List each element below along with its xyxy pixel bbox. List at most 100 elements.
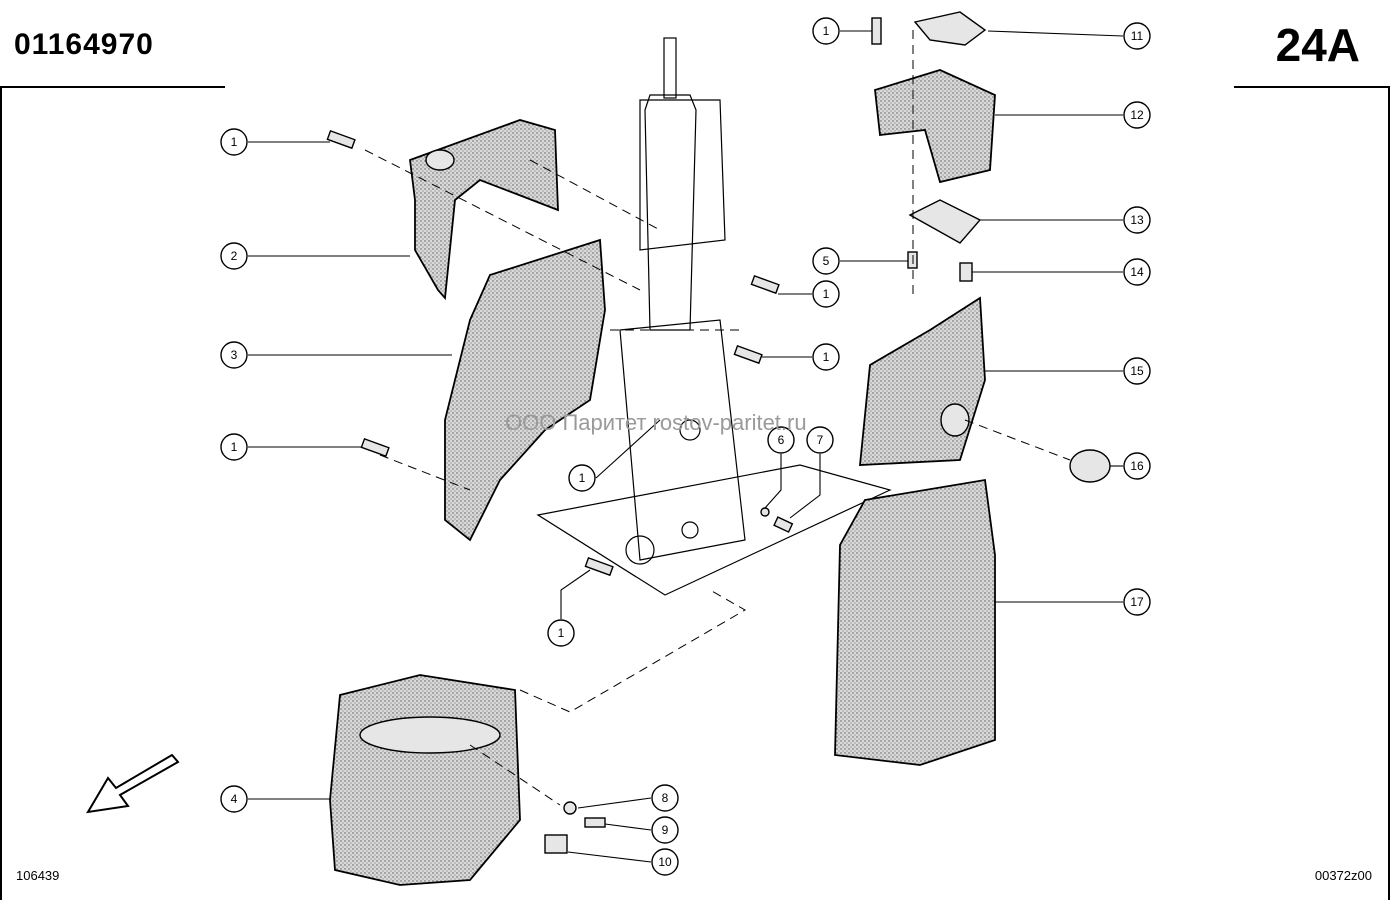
callout-1: 1 bbox=[568, 464, 596, 492]
callout-label: 13 bbox=[1130, 213, 1144, 227]
callout-1: 1 bbox=[812, 17, 840, 45]
callout-label: 5 bbox=[823, 254, 830, 268]
callout-14: 14 bbox=[1123, 258, 1151, 286]
callout-label: 10 bbox=[658, 855, 672, 869]
part-top-cap bbox=[874, 69, 996, 184]
callout-circle bbox=[812, 280, 840, 308]
housing-socket bbox=[940, 403, 970, 437]
callout-circle bbox=[1123, 206, 1151, 234]
callout-label: 1 bbox=[579, 471, 586, 485]
callout-circle bbox=[651, 784, 679, 812]
callout-leader-1 bbox=[560, 569, 591, 619]
callout-1: 1 bbox=[220, 128, 248, 156]
callout-11: 11 bbox=[1123, 22, 1151, 50]
callout-4: 4 bbox=[220, 785, 248, 813]
footer-left-code: 106439 bbox=[16, 868, 60, 883]
callout-label: 6 bbox=[778, 433, 785, 447]
part-upper-housing bbox=[859, 296, 986, 466]
bolts bbox=[326, 17, 918, 854]
callout-leader-9 bbox=[604, 823, 652, 831]
callout-8: 8 bbox=[651, 784, 679, 812]
callout-circle bbox=[1123, 588, 1151, 616]
callout-label: 17 bbox=[1130, 595, 1144, 609]
callout-7: 7 bbox=[806, 426, 834, 454]
callout-label: 1 bbox=[823, 287, 830, 301]
callout-label: 14 bbox=[1130, 265, 1144, 279]
header-rule-right bbox=[1234, 86, 1390, 88]
callout-9: 9 bbox=[651, 816, 679, 844]
callout-circle bbox=[806, 426, 834, 454]
callout-label: 1 bbox=[231, 440, 238, 454]
callout-1: 1 bbox=[547, 619, 575, 647]
callout-6: 6 bbox=[767, 426, 795, 454]
callout-leader-10 bbox=[567, 851, 652, 863]
callout-17: 17 bbox=[1123, 588, 1151, 616]
callout-1: 1 bbox=[812, 343, 840, 371]
callout-10: 10 bbox=[651, 848, 679, 876]
part-side-panel bbox=[444, 238, 606, 542]
lower-cover-opening bbox=[359, 716, 501, 754]
watermark: ООО Паритет rostov-paritet.ru bbox=[505, 410, 807, 435]
callout-label: 3 bbox=[231, 348, 238, 362]
footer-right-code: 00372z00 bbox=[1314, 868, 1372, 883]
callout-circle bbox=[568, 464, 596, 492]
callout-label: 16 bbox=[1130, 459, 1144, 473]
callout-circle bbox=[1123, 22, 1151, 50]
callout-circle bbox=[1123, 101, 1151, 129]
callout-circle bbox=[767, 426, 795, 454]
callout-circle bbox=[220, 128, 248, 156]
callout-12: 12 bbox=[1123, 101, 1151, 129]
callout-1: 1 bbox=[812, 280, 840, 308]
callout-label: 12 bbox=[1130, 108, 1144, 122]
callout-label: 7 bbox=[817, 433, 824, 447]
callout-circle bbox=[220, 785, 248, 813]
callout-label: 9 bbox=[662, 823, 669, 837]
doc-number: 01164970 bbox=[14, 28, 154, 61]
alignment-lines bbox=[364, 30, 1071, 806]
callout-circle bbox=[1123, 357, 1151, 385]
part-lower-housing bbox=[834, 478, 996, 766]
callout-2: 2 bbox=[220, 242, 248, 270]
callout-label: 11 bbox=[1131, 29, 1144, 43]
callout-label: 1 bbox=[558, 626, 565, 640]
section-code: 24A bbox=[1275, 19, 1360, 71]
callout-circle bbox=[812, 17, 840, 45]
callout-leader-6 bbox=[764, 454, 782, 509]
callout-circle bbox=[547, 619, 575, 647]
callout-circle bbox=[220, 433, 248, 461]
callout-13: 13 bbox=[1123, 206, 1151, 234]
callout-16: 16 bbox=[1123, 452, 1151, 480]
callout-label: 1 bbox=[231, 135, 238, 149]
callout-circle bbox=[651, 816, 679, 844]
part-knob bbox=[1069, 449, 1111, 483]
callout-label: 1 bbox=[823, 350, 830, 364]
callout-15: 15 bbox=[1123, 357, 1151, 385]
callout-circle bbox=[651, 848, 679, 876]
callout-circle bbox=[812, 247, 840, 275]
callout-label: 15 bbox=[1130, 364, 1144, 378]
callout-circle bbox=[1123, 258, 1151, 286]
callout-1: 1 bbox=[220, 433, 248, 461]
callout-label: 8 bbox=[662, 791, 669, 805]
part-bulb bbox=[959, 262, 973, 282]
callout-circle bbox=[812, 343, 840, 371]
callout-label: 4 bbox=[231, 792, 238, 806]
direction-arrow-icon bbox=[86, 753, 180, 814]
callout-leader-1 bbox=[595, 419, 661, 479]
header-rule-left bbox=[0, 86, 225, 88]
callout-leader-8 bbox=[577, 797, 652, 809]
callout-circle bbox=[220, 341, 248, 369]
part-switch-plate bbox=[908, 199, 982, 244]
frame-left bbox=[0, 86, 2, 900]
shroud-hole bbox=[425, 149, 455, 171]
callout-label: 1 bbox=[823, 24, 830, 38]
callout-circle bbox=[220, 242, 248, 270]
callout-leader-7 bbox=[789, 454, 821, 519]
callout-3: 3 bbox=[220, 341, 248, 369]
callout-label: 2 bbox=[231, 249, 238, 263]
part-lower-cover bbox=[329, 674, 521, 886]
callout-5: 5 bbox=[812, 247, 840, 275]
frame-right bbox=[1388, 86, 1390, 900]
